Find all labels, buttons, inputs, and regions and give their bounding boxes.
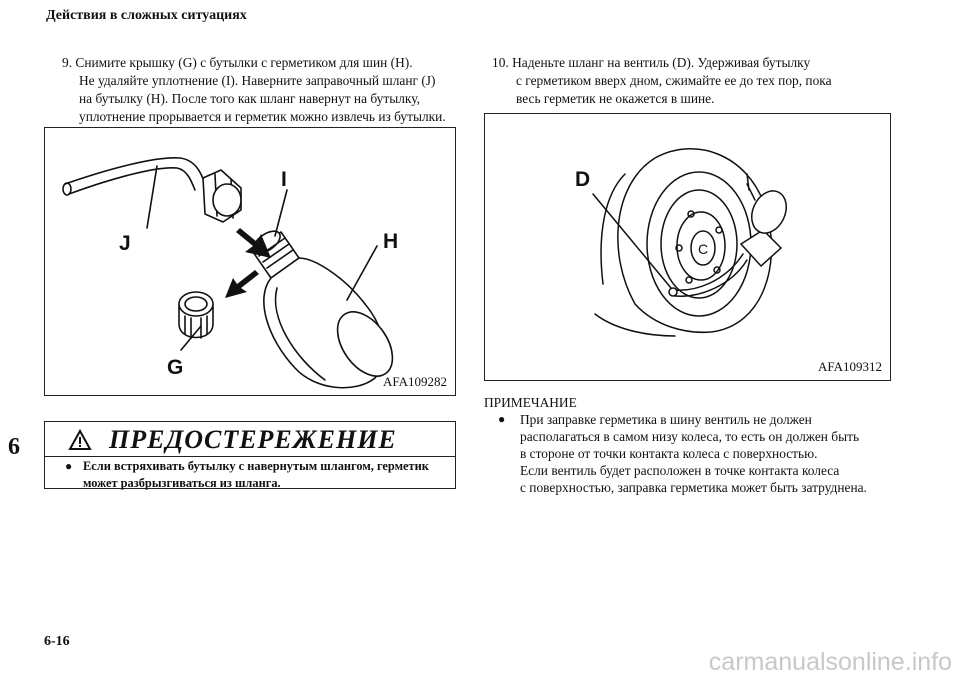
figure-wheel-valve: D C AFA109312 — [484, 113, 891, 381]
note-text: ● При заправке герметика в шину вентиль … — [498, 411, 867, 496]
note-line: При заправке герметика в шину вентиль не… — [520, 412, 812, 427]
label-j: J — [119, 232, 131, 255]
label-d: D — [575, 168, 590, 191]
bullet-icon: ● — [498, 412, 506, 426]
step-10-line: 10. Наденьте шланг на вентиль (D). Удерж… — [492, 55, 811, 70]
chapter-tab: 6 — [8, 434, 20, 460]
figure-code: AFA109312 — [817, 359, 882, 374]
note-line: в стороне от точки контакта колеса с пов… — [520, 446, 818, 461]
step-9-line: уплотнение прорывается и герметик можно … — [79, 109, 446, 124]
step-9-line: на бутылку (H). После того как шланг нав… — [79, 91, 420, 106]
step-9-line: 9. Снимите крышку (G) с бутылки с гермет… — [62, 55, 413, 70]
wheel-valve-illustration: D C — [575, 148, 787, 337]
label-h: H — [383, 230, 398, 253]
step-10-text: 10. Наденьте шланг на вентиль (D). Удерж… — [492, 54, 832, 108]
label-g: G — [167, 356, 183, 379]
step-10-line: с герметиком вверх дном, сжимайте ее до … — [516, 73, 832, 88]
warning-line: Если встряхивать бутылку с навернутым шл… — [83, 459, 429, 473]
note-line: располагаться в самом низу колеса, то ес… — [520, 429, 860, 444]
note-line: Если вентиль будет расположен в точке ко… — [520, 463, 840, 478]
warning-triangle-icon — [68, 429, 92, 450]
step-9-text: 9. Снимите крышку (G) с бутылки с гермет… — [62, 54, 446, 126]
warning-header: ПРЕДОСТЕРЕЖЕНИЕ — [45, 424, 455, 457]
step-10-line: весь герметик не окажется в шине. — [516, 91, 715, 106]
step-9-line: Не удаляйте уплотнение (I). Наверните за… — [79, 73, 436, 88]
note-label: ПРИМЕЧАНИЕ — [484, 395, 577, 410]
bullet-icon: ● — [65, 459, 73, 473]
warning-title: ПРЕДОСТЕРЕЖЕНИЕ — [109, 425, 397, 454]
warning-text: ● Если встряхивать бутылку с навернутым … — [65, 458, 429, 492]
watermark: carmanualsonline.info — [708, 648, 952, 676]
figure-code: AFA109282 — [382, 374, 447, 389]
figure-sealant-bottle: J I H G AFA109282 — [44, 127, 456, 396]
warning-line: может разбрызгиваться из шланга. — [83, 476, 281, 490]
bottle-hose-illustration: J I H G — [62, 157, 398, 389]
page-number: 6-16 — [44, 634, 70, 649]
running-header: Действия в сложных ситуациях — [46, 8, 247, 23]
note-line: с поверхностью, заправка герметика может… — [520, 480, 867, 495]
warning-box: ПРЕДОСТЕРЕЖЕНИЕ ● Если встряхивать бутыл… — [44, 421, 456, 492]
label-i: I — [281, 168, 287, 191]
label-c: C — [698, 241, 708, 257]
